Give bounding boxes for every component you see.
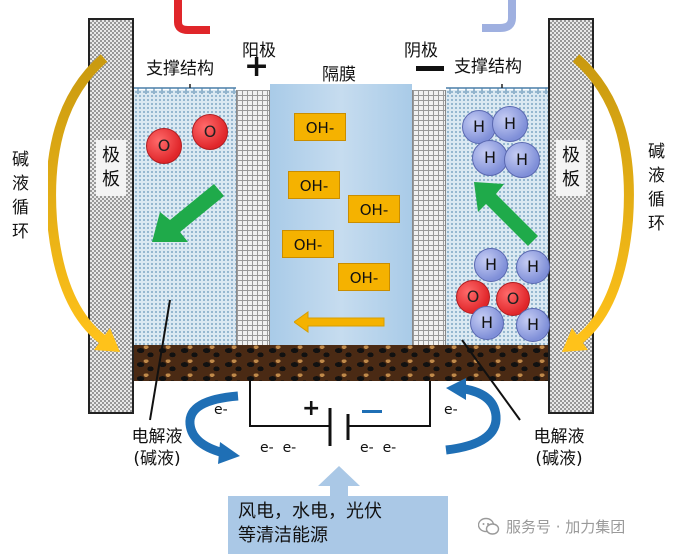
electron-pair-left: e- e- (260, 440, 297, 456)
oh-ion: OH- (282, 230, 334, 258)
cathode-minus-sign (416, 66, 444, 71)
electrolyte-left-title: 电解液 (131, 427, 183, 447)
cell-base (134, 345, 548, 381)
electron-label-left: e- (214, 402, 228, 418)
hydrogen-flow-arrow (474, 182, 538, 246)
oh-ion: OH- (288, 171, 340, 199)
alkali-cycle-arrow-left (48, 54, 120, 352)
electrolyte-right-label: 电解液 (碱液) (514, 426, 604, 470)
anode-label: 阳极 (242, 41, 276, 61)
alkali-cycle-arrow-right (562, 54, 634, 352)
alkali-cycle-left-label: 碱液循环 (12, 150, 29, 242)
electron-flow-arrow-right (445, 378, 501, 455)
oxygen-flow-arrow (152, 184, 224, 242)
electron-pair-right: e- e- (360, 440, 397, 456)
electron-flow-arrow-left (185, 391, 240, 464)
electron-label-right: e- (444, 402, 458, 418)
cathode-electrode (412, 90, 446, 345)
hydrogen-atom: H (504, 142, 540, 178)
blue-pipe (482, 0, 516, 32)
circuit-plus-sign: + (302, 396, 321, 421)
electrolyte-pointer-left (149, 299, 171, 421)
support-right-label: 支撑结构 (454, 57, 522, 77)
alkali-cycle-right-label: 碱液循环 (648, 142, 665, 234)
clean-energy-line1: 风电，水电，光伏 (238, 501, 382, 522)
support-structure-right (446, 84, 548, 94)
clean-energy-box: 风电，水电，光伏 等清洁能源 (228, 496, 448, 554)
hydrogen-atom: H (470, 306, 504, 340)
oh-ion: OH- (348, 195, 400, 223)
anode-electrode (236, 90, 270, 345)
plate-left-label: 极板 (96, 140, 126, 196)
electrolyte-left-sub: (碱液) (133, 449, 181, 469)
watermark: 服务号 · 加力集团 (478, 516, 625, 537)
watermark-text: 服务号 · 加力集团 (506, 518, 626, 536)
support-structure-left (134, 84, 236, 94)
electrolyte-left-label: 电解液 (碱液) (112, 426, 202, 470)
circuit-minus-sign (362, 410, 382, 413)
inlet-pipes (174, 0, 516, 34)
wechat-icon (478, 517, 500, 535)
hydrogen-atom: H (492, 106, 528, 142)
ion-flow-arrow (294, 311, 385, 333)
oxygen-atom: O (146, 128, 182, 164)
anode-plus-sign: + (244, 49, 270, 84)
power-input-arrow (318, 466, 360, 498)
oh-ion: OH- (294, 113, 346, 141)
support-left-label: 支撑结构 (146, 59, 214, 79)
cathode-label: 阴极 (404, 41, 438, 61)
electrolyte-right-sub: (碱液) (535, 449, 583, 469)
electrolyte-right-title: 电解液 (533, 427, 585, 447)
plate-right-label: 极板 (556, 140, 586, 196)
membrane-label: 隔膜 (322, 65, 356, 85)
oh-ion: OH- (338, 263, 390, 291)
electrolyte-pointer-right (461, 339, 521, 421)
clean-energy-line2: 等清洁能源 (238, 525, 328, 546)
plate-left (88, 18, 134, 414)
hydrogen-atom: H (516, 308, 550, 342)
hydrogen-atom: H (474, 248, 508, 282)
red-pipe (174, 0, 210, 34)
oxygen-atom: O (192, 114, 228, 150)
hydrogen-atom: H (516, 250, 550, 284)
